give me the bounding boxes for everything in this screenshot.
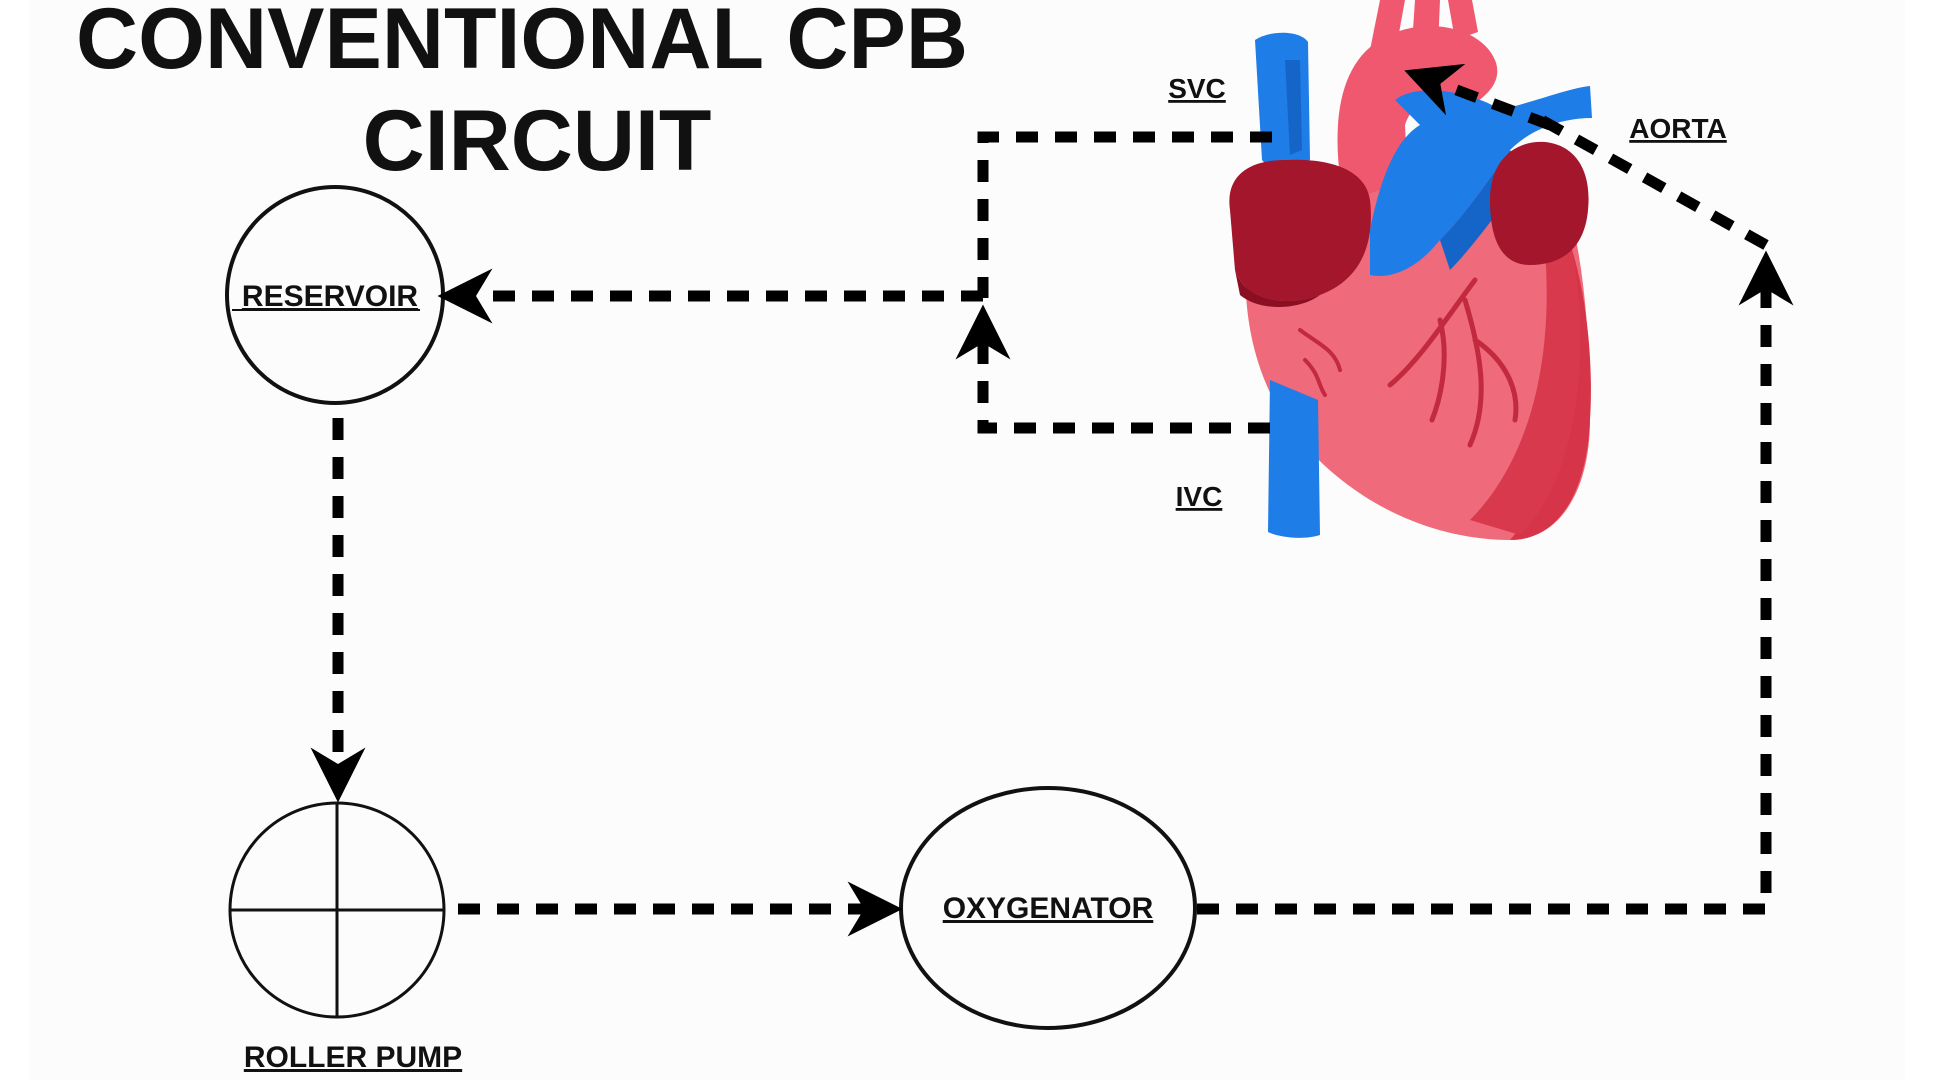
aortic-cannula-arrow <box>1404 63 1552 131</box>
ivc-drainage-line <box>955 304 1270 434</box>
title-line-2: CIRCUIT <box>363 93 712 189</box>
oxygenator-to-aorta-line <box>1197 250 1794 915</box>
svc-label: SVC <box>1168 73 1226 104</box>
svc-drainage-line <box>977 131 1272 298</box>
reservoir-label: RESERVOIR <box>242 280 418 313</box>
aortic-return-line <box>1535 113 1769 250</box>
aorta-label: AORTA <box>1629 113 1726 144</box>
heart-illustration <box>1229 0 1592 540</box>
title-line-1: CONVENTIONAL CPB <box>76 0 968 87</box>
roller-pump-label: ROLLER PUMP <box>244 1041 462 1074</box>
oxygenator-label: OXYGENATOR <box>943 892 1154 925</box>
ivc-label: IVC <box>1176 481 1223 512</box>
